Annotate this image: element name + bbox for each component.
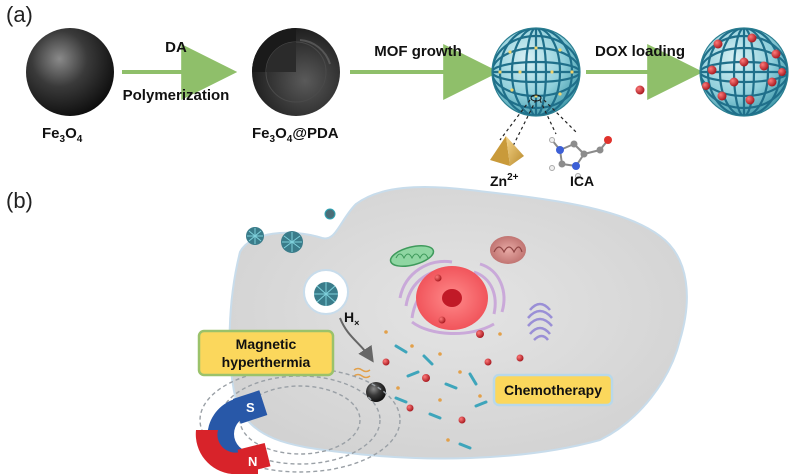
proton-label: H×: [344, 309, 359, 328]
dox-loaded-mof-sphere: [699, 27, 789, 117]
arrow1-top-label: DA: [165, 39, 187, 56]
panel-b-label: (b): [6, 188, 33, 213]
mof-particle-outside: [246, 227, 264, 245]
released-ligands: [394, 344, 488, 450]
heat-wave-icon: [353, 367, 371, 379]
endosome: [303, 269, 349, 315]
zn-label: Zn2+: [490, 172, 519, 189]
dox-particles: [382, 274, 524, 424]
magnet-n-label: N: [248, 454, 257, 469]
approaching-particle: [324, 208, 336, 220]
mitochondrion-pink: [490, 236, 526, 264]
mitochondrion-green: [389, 245, 435, 267]
endoplasmic-reticulum: [527, 302, 553, 341]
magnetic-hyperthermia-label: Magnetic hyperthermia: [197, 329, 335, 377]
fe3o4-label: Fe3O4: [42, 125, 83, 145]
leader-zn: [499, 99, 531, 141]
chemotherapy-label: Chemotherapy: [492, 373, 614, 407]
fe3o4-sphere: [26, 28, 114, 116]
mof-particle-outside: [281, 231, 303, 253]
fe3o4-pda-label: Fe3O4@PDA: [252, 125, 339, 145]
ica-molecule-icon: [549, 136, 612, 179]
fe3o4-pda-sphere: [252, 28, 340, 116]
iron-oxide-core: [366, 382, 386, 402]
horseshoe-magnet-icon: [195, 390, 271, 474]
mof-sphere: [491, 27, 581, 117]
magnetic-line2: hyperthermia: [222, 354, 311, 370]
internalization-arrow: [339, 317, 374, 363]
arrow3-label: DOX loading: [595, 43, 685, 60]
magnet-s-label: S: [246, 400, 255, 415]
panel-a-label: (a): [6, 2, 33, 27]
leader-ica: [539, 99, 557, 135]
chemotherapy-text: Chemotherapy: [504, 382, 602, 398]
zn-pyramid-icon: [490, 136, 524, 166]
dox-molecule-icon: [635, 85, 645, 95]
arrow2-label: MOF growth: [374, 43, 461, 60]
magnetic-line1: Magnetic: [236, 336, 297, 352]
nucleolus: [442, 289, 462, 307]
arrow1-bottom-label: Polymerization: [123, 87, 230, 104]
ica-label: ICA: [570, 173, 594, 189]
